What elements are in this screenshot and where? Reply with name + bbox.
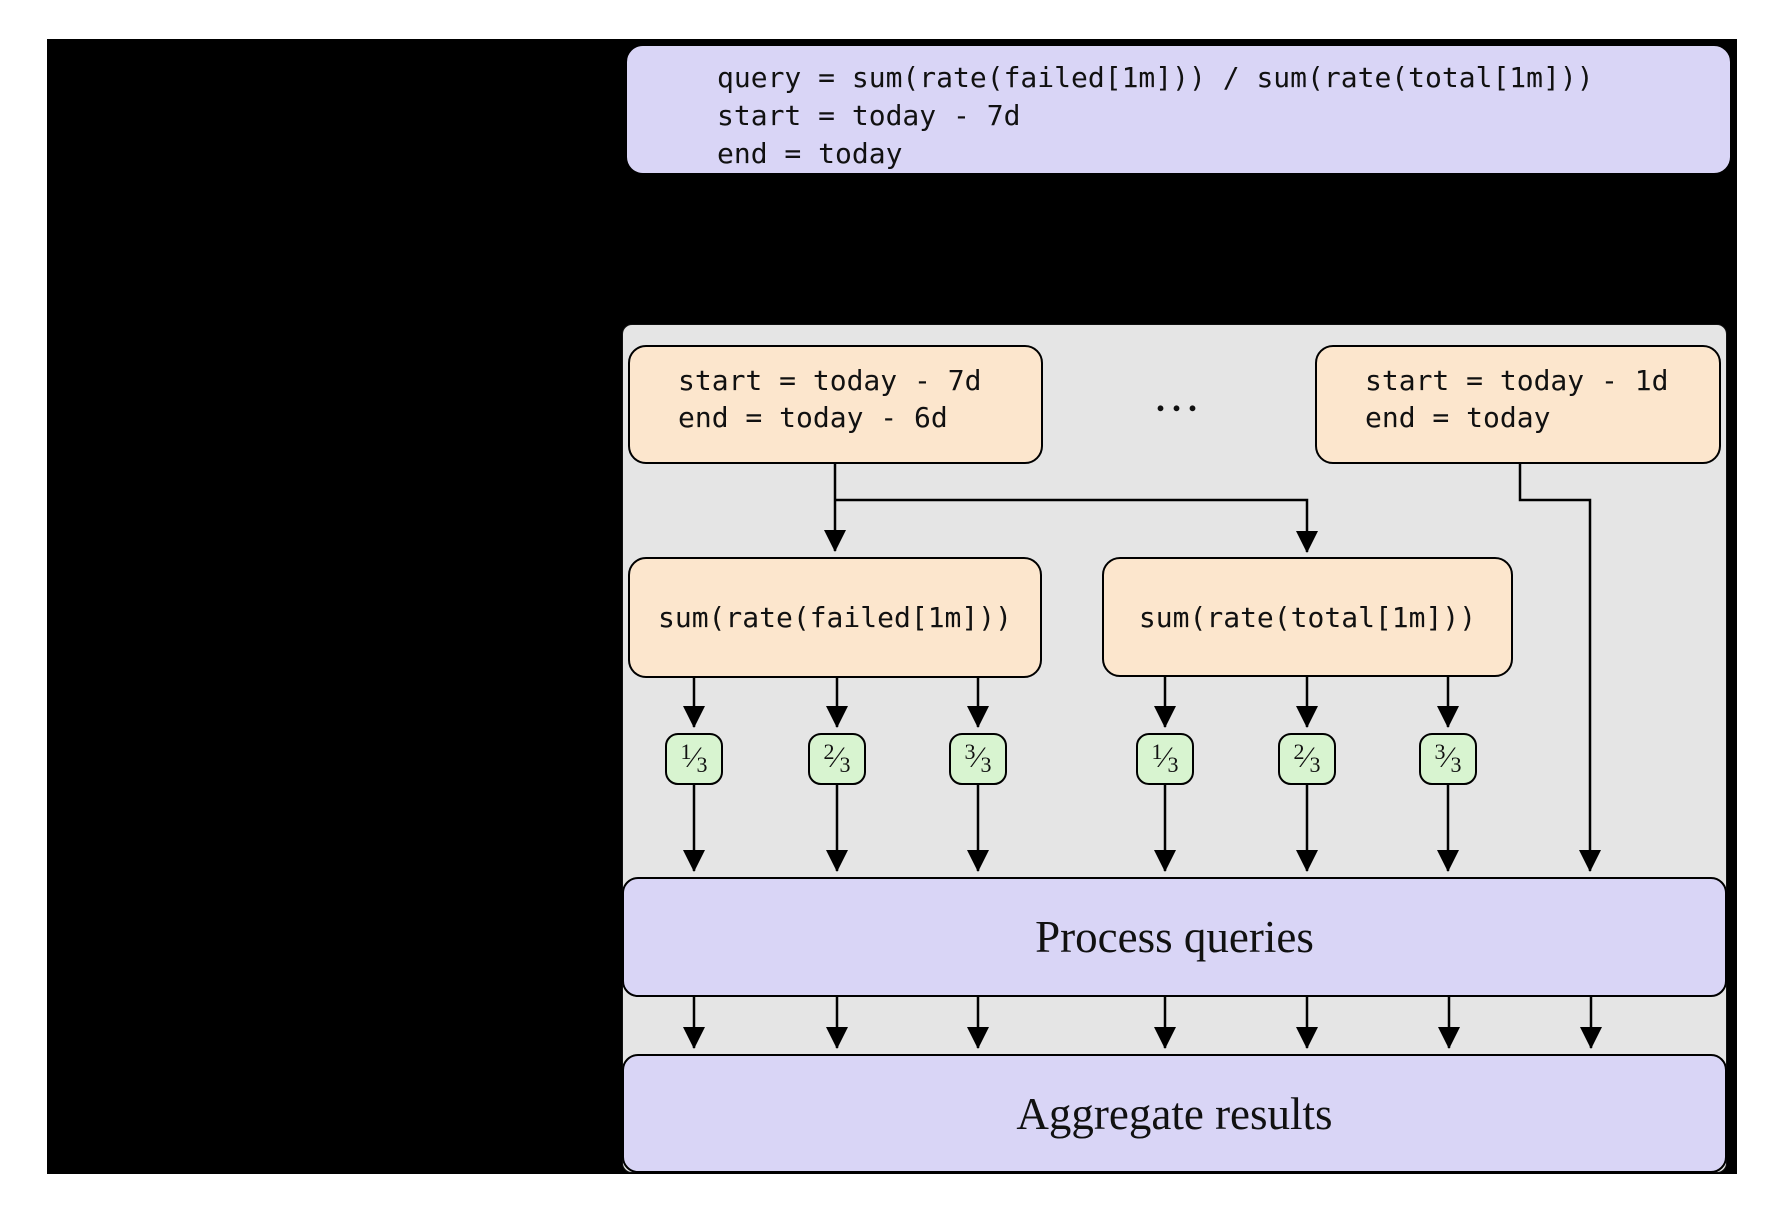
split-line-start: start = today - 7d	[678, 364, 982, 397]
shard-box-total-label: sum(rate(total[1m]))	[1138, 600, 1477, 634]
process-queries-label: Process queries	[1035, 912, 1314, 962]
split-line-end: end = today	[1365, 401, 1551, 434]
shard-chip-3of3-total: 3⁄3	[1419, 733, 1477, 785]
shard-box-total: sum(rate(total[1m]))	[1102, 557, 1513, 677]
shard-chip-1of3-total: 1⁄3	[1136, 733, 1194, 785]
shard-box-failed: sum(rate(failed[1m]))	[628, 557, 1042, 678]
split-query-box-last-day: start = today - 1d end = today	[1315, 345, 1721, 464]
code-line-start: start = today - 7d	[717, 99, 1021, 132]
split-line-end: end = today - 6d	[678, 401, 948, 434]
aggregate-results-bar: Aggregate results	[622, 1054, 1727, 1173]
code-line-end: end = today	[717, 137, 903, 170]
shard-chip-1of3-failed: 1⁄3	[665, 733, 723, 785]
query-code-box: query = sum(rate(failed[1m])) / sum(rate…	[625, 44, 1732, 175]
process-queries-bar: Process queries	[622, 877, 1727, 997]
fraction-slash: ⁄	[1162, 741, 1168, 774]
fraction-slash: ⁄	[691, 741, 697, 774]
ellipsis: ...	[1156, 379, 1204, 419]
fraction-slash: ⁄	[834, 741, 840, 774]
fraction-slash: ⁄	[975, 741, 981, 774]
fraction-slash: ⁄	[1304, 741, 1310, 774]
fraction-slash: ⁄	[1445, 741, 1451, 774]
aggregate-results-label: Aggregate results	[1016, 1088, 1333, 1139]
code-line-query: query = sum(rate(failed[1m])) / sum(rate…	[717, 61, 1594, 94]
split-query-box-first-day: start = today - 7d end = today - 6d	[628, 345, 1043, 464]
shard-chip-2of3-failed: 2⁄3	[808, 733, 866, 785]
shard-chip-3of3-failed: 3⁄3	[949, 733, 1007, 785]
shard-box-failed-label: sum(rate(failed[1m]))	[657, 601, 1012, 634]
split-line-start: start = today - 1d	[1365, 364, 1669, 397]
shard-chip-2of3-total: 2⁄3	[1278, 733, 1336, 785]
